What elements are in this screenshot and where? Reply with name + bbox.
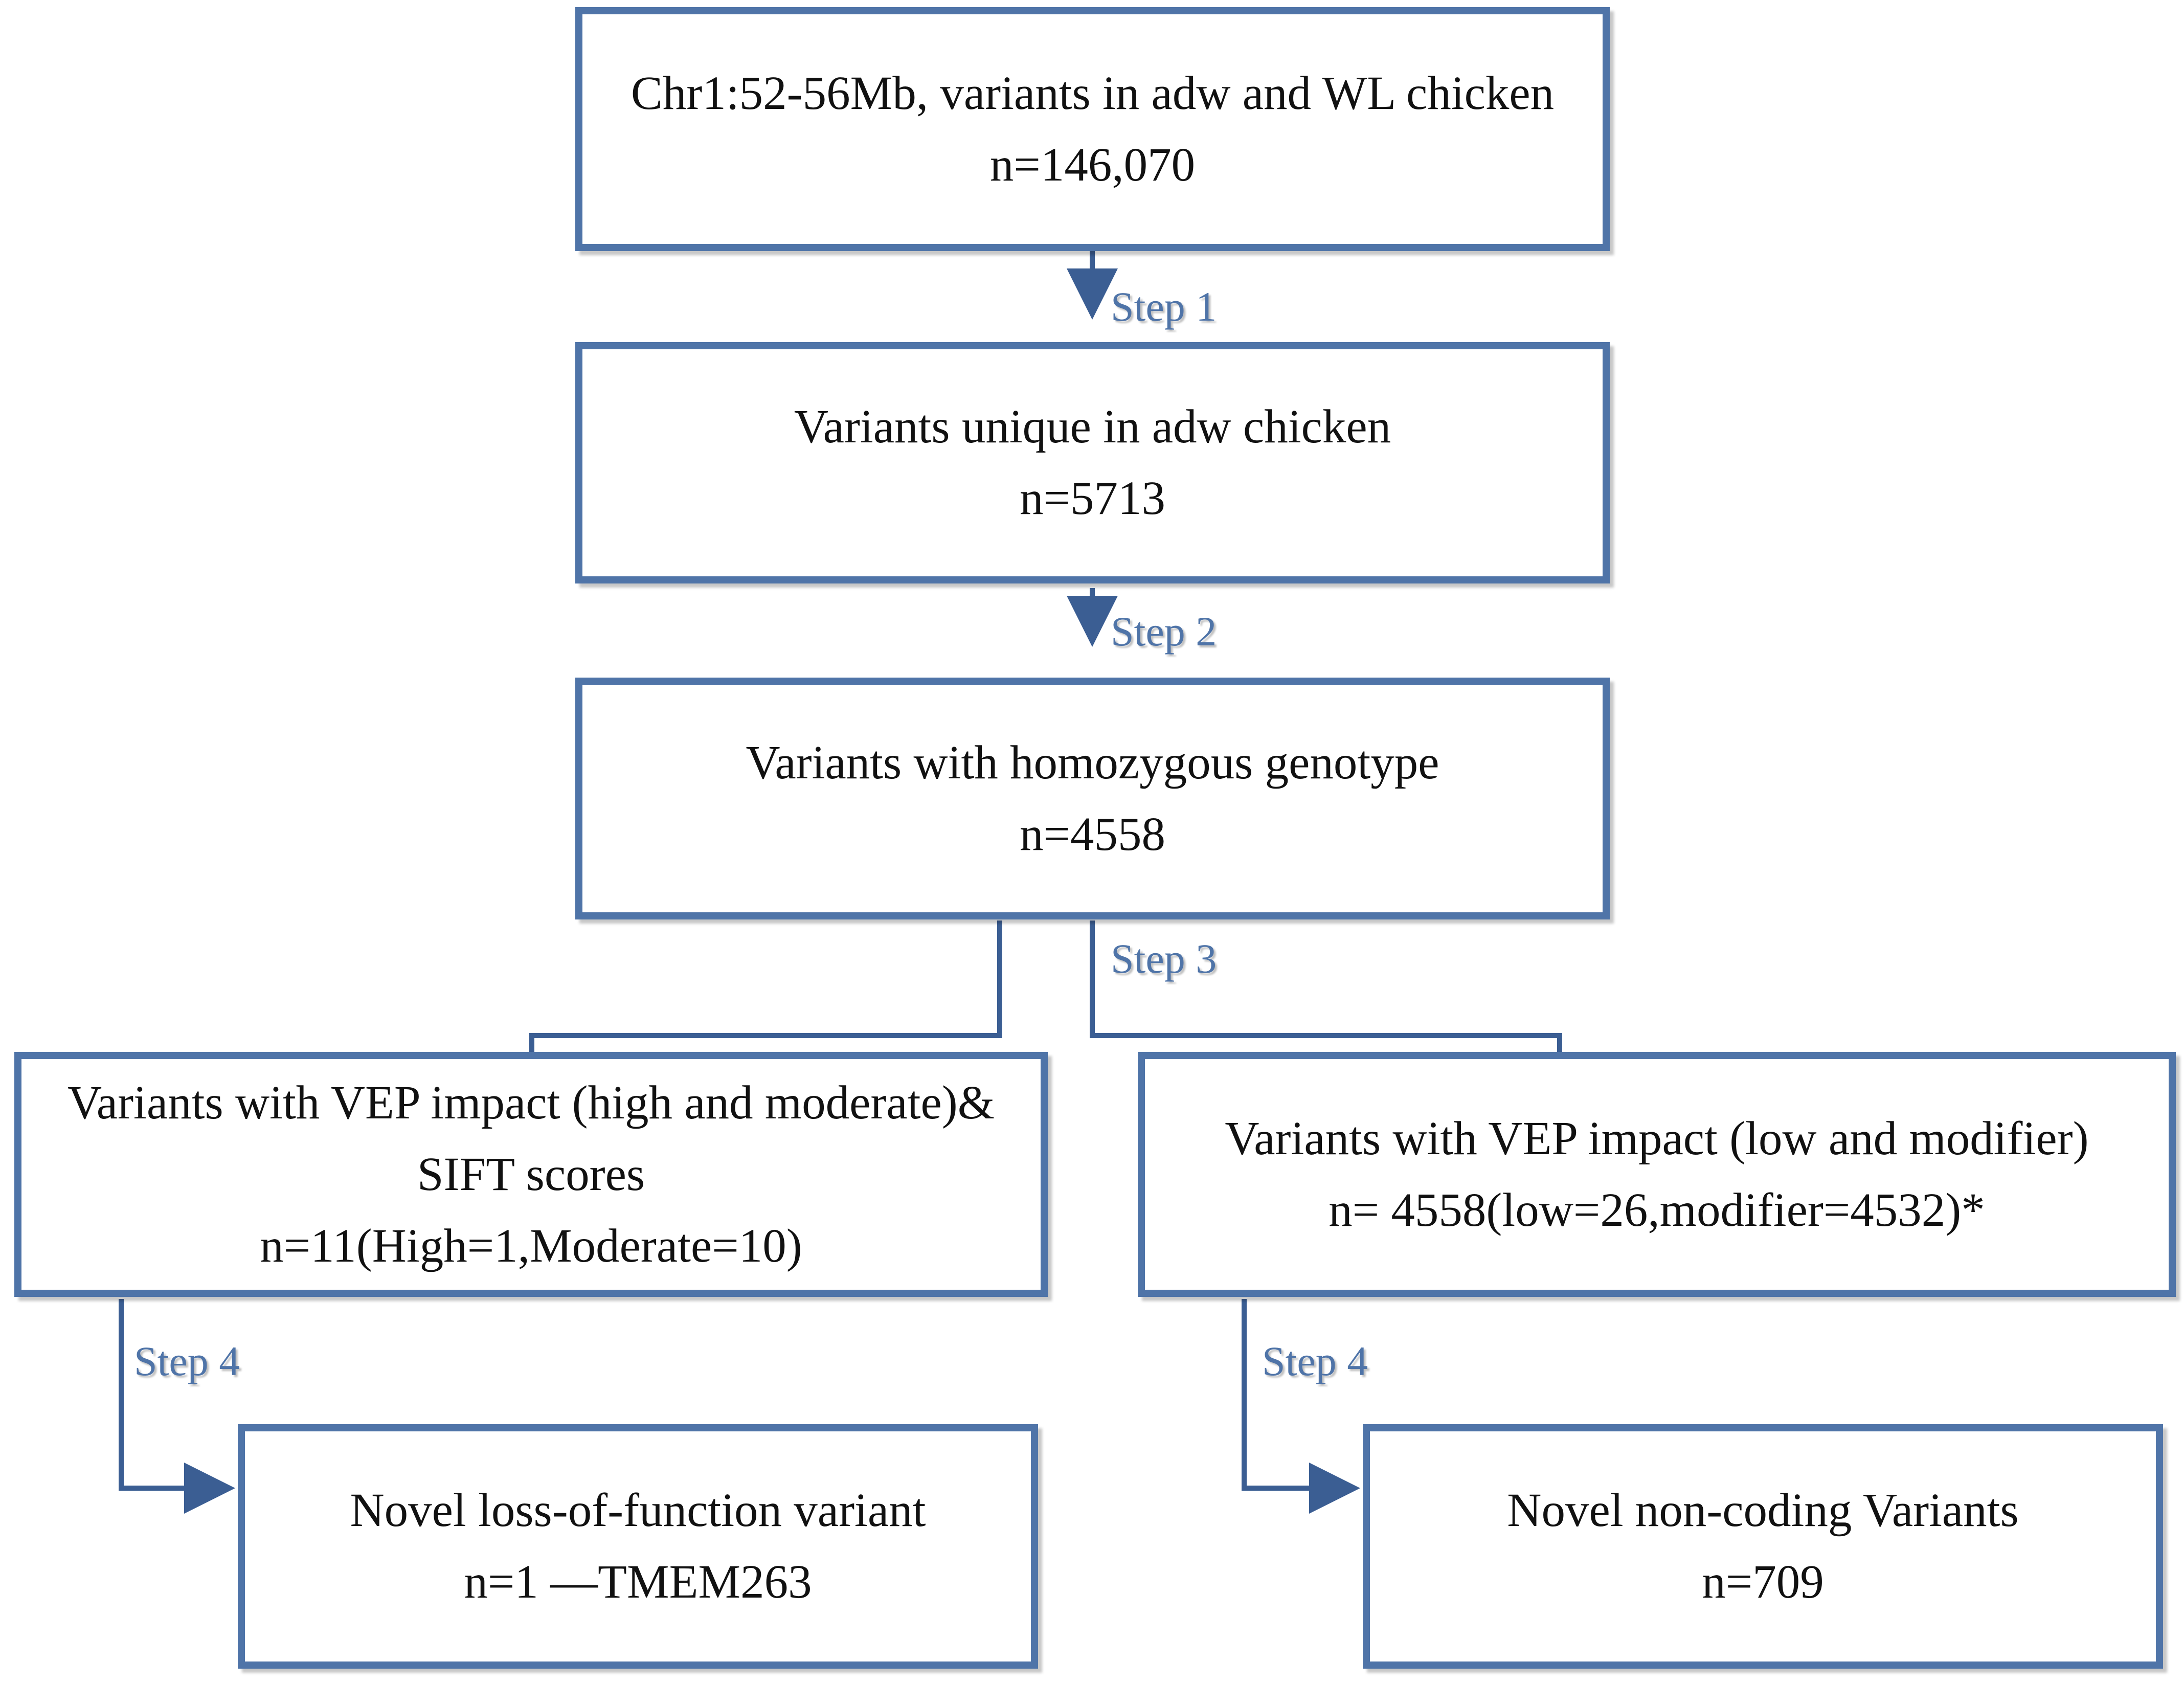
box-unique-variants: Variants unique in adw chicken n=5713 — [575, 342, 1610, 583]
box-loss-of-function-count: n=1 —TMEM263 — [464, 1556, 812, 1608]
box-initial-variants-count: n=146,070 — [989, 138, 1196, 191]
box-homozygous-variants: Variants with homozygous genotype n=4558 — [575, 678, 1610, 919]
box-non-coding-count: n=709 — [1702, 1556, 1824, 1608]
box-high-moderate-impact: Variants with VEP impact (high and moder… — [14, 1052, 1048, 1297]
connector-step3-left — [529, 920, 1002, 1053]
step2-label: Step 2 — [1111, 608, 1217, 655]
box-loss-of-function: Novel loss-of-function variant n=1 —TMEM… — [238, 1424, 1038, 1669]
box-loss-of-function-title: Novel loss-of-function variant — [350, 1484, 926, 1537]
box-low-modifier-impact-count: n= 4558(low=26,modifier=4532)* — [1329, 1183, 1985, 1237]
box-initial-variants-title: Chr1:52-56Mb, variants in adw and WL chi… — [631, 66, 1555, 120]
box-high-moderate-impact-count: n=11(High=1,Moderate=10) — [260, 1219, 802, 1272]
box-non-coding-title: Novel non-coding Variants — [1507, 1484, 2019, 1537]
box-non-coding: Novel non-coding Variants n=709 — [1363, 1424, 2163, 1669]
connector-step3-right — [1090, 920, 1562, 1053]
box-homozygous-variants-count: n=4558 — [1020, 807, 1165, 861]
box-low-modifier-impact: Variants with VEP impact (low and modifi… — [1138, 1052, 2176, 1297]
step4-right-label: Step 4 — [1262, 1338, 1368, 1384]
box-homozygous-variants-title: Variants with homozygous genotype — [746, 736, 1439, 789]
step1-label: Step 1 — [1111, 283, 1217, 330]
step3-label: Step 3 — [1111, 935, 1217, 982]
box-low-modifier-impact-title: Variants with VEP impact (low and modifi… — [1225, 1112, 2089, 1165]
box-unique-variants-count: n=5713 — [1020, 472, 1165, 525]
step4-left-label: Step 4 — [134, 1338, 240, 1384]
box-initial-variants: Chr1:52-56Mb, variants in adw and WL chi… — [575, 7, 1610, 251]
arrow-step4-left — [119, 1299, 235, 1514]
box-high-moderate-impact-subtitle: SIFT scores — [417, 1148, 645, 1201]
box-unique-variants-title: Variants unique in adw chicken — [794, 400, 1391, 453]
arrow-step4-right — [1242, 1299, 1360, 1514]
box-high-moderate-impact-title: Variants with VEP impact (high and moder… — [67, 1076, 995, 1129]
